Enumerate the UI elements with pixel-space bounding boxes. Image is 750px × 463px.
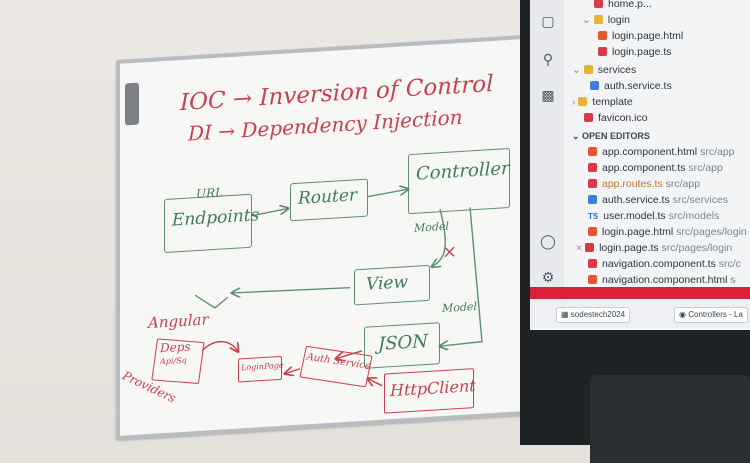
flask-icon[interactable]: ⚲ <box>542 52 554 68</box>
open-editor-item-active[interactable]: × login.page.ts src/pages/login <box>576 240 732 256</box>
file-name: login <box>607 14 630 26</box>
file-path: src/pages/login <box>676 226 747 238</box>
typescript-icon: TS <box>588 212 599 221</box>
chevron-down-icon: ⌄ <box>572 64 581 76</box>
diagram-arrows <box>194 38 483 435</box>
file-path: src/models <box>668 210 720 222</box>
file-name: app.component.ts <box>602 162 686 174</box>
endpoints-url-label: URL <box>196 185 224 202</box>
folder-icon <box>578 97 588 106</box>
folder-icon <box>583 65 593 74</box>
json-label: JSON <box>378 330 429 355</box>
branch-chip[interactable]: ▦ sodestech2024 <box>556 307 631 323</box>
model-label-2: Model <box>442 299 477 316</box>
file-name: auth.service.ts <box>604 80 672 92</box>
close-icon[interactable]: × <box>576 242 583 254</box>
file-name: favicon.ico <box>598 112 648 124</box>
angular-file-icon <box>598 47 607 56</box>
file-name: login.page.ts <box>612 46 672 58</box>
tree-item[interactable]: login.page.ts <box>598 44 672 60</box>
angular-file-icon <box>588 259 597 268</box>
angular-file-icon <box>585 243 595 252</box>
tree-folder-login[interactable]: ⌄ login <box>582 12 630 28</box>
router-label: Router <box>298 185 358 209</box>
open-editors-label: OPEN EDITORS <box>582 131 650 141</box>
settings-gear-icon[interactable]: ⚙ <box>541 270 555 286</box>
open-editor-item[interactable]: app.routes.ts src/app <box>588 176 700 192</box>
monitor: ▢ ⚲ ▩ ◯ ⚙ home.p... ⌄ login login.page.h… <box>520 0 750 445</box>
service-file-icon <box>590 81 599 90</box>
angular-file-icon <box>584 113 593 122</box>
file-path: src/services <box>672 194 729 206</box>
file-name: login.page.ts <box>599 242 659 254</box>
status-bar <box>530 287 750 299</box>
chevron-right-icon: › <box>572 96 576 108</box>
open-editor-item[interactable]: app.component.html src/app <box>588 144 735 160</box>
docker-icon[interactable]: ▩ <box>541 88 555 104</box>
file-name: app.routes.ts <box>602 178 663 190</box>
open-editor-item[interactable]: navigation.component.ts src/c <box>588 256 741 272</box>
tree-folder-services[interactable]: ⌄ services <box>572 62 636 78</box>
html-file-icon <box>588 147 597 156</box>
tree-item[interactable]: login.page.html <box>598 28 683 44</box>
open-editor-item[interactable]: app.component.ts src/app <box>588 160 723 176</box>
tree-item[interactable]: favicon.ico <box>584 110 648 126</box>
monitor-stand <box>590 375 750 463</box>
file-path: src/app <box>700 146 735 158</box>
browser-tab-chip[interactable]: ◉ Controllers - La <box>674 307 748 323</box>
angular-file-icon <box>588 179 597 188</box>
file-name: services <box>597 64 637 76</box>
open-editor-item[interactable]: login.page.html src/pages/login <box>588 224 747 240</box>
file-name: template <box>592 96 633 108</box>
file-path: src/c <box>718 258 741 270</box>
open-editors-header[interactable]: ⌄ OPEN EDITORS <box>572 131 650 141</box>
browser-tab-label: Controllers - La <box>688 310 743 319</box>
angular-label: Angular <box>148 310 209 333</box>
apis-label: Api/Sq <box>160 355 187 367</box>
view-label: View <box>366 272 409 295</box>
branch-icon: ▦ <box>561 310 569 319</box>
file-name: login.page.html <box>602 226 674 238</box>
file-name: navigation.component.html <box>602 274 728 286</box>
tree-folder-template[interactable]: › template <box>572 94 633 110</box>
tree-item[interactable]: auth.service.ts <box>590 78 672 94</box>
folder-icon <box>593 15 603 24</box>
file-path: src/app <box>665 178 701 190</box>
taskbar: ▦ sodestech2024 ◉ Controllers - La <box>530 300 750 328</box>
branch-label: sodestech2024 <box>570 310 626 319</box>
file-path: src/app <box>688 162 723 174</box>
angular-file-icon <box>594 0 603 8</box>
file-name: navigation.component.ts <box>602 258 716 270</box>
editor-screen: ▢ ⚲ ▩ ◯ ⚙ home.p... ⌄ login login.page.h… <box>530 0 750 330</box>
chevron-down-icon: ⌄ <box>582 14 591 26</box>
html-file-icon <box>588 227 597 236</box>
deps-label: Deps <box>160 339 191 356</box>
open-editor-item[interactable]: navigation.component.html s <box>588 272 736 288</box>
service-file-icon <box>588 195 597 204</box>
model-label-1: Model <box>414 219 449 235</box>
html-file-icon <box>598 31 607 40</box>
html-file-icon <box>588 275 597 284</box>
file-name: login.page.html <box>612 30 684 42</box>
file-name: auth.service.ts <box>602 194 670 206</box>
file-name: home.p... <box>608 0 652 10</box>
file-path: s <box>730 274 736 286</box>
remote-icon[interactable]: ▢ <box>541 14 555 30</box>
activity-bar: ▢ ⚲ ▩ ◯ ⚙ <box>530 0 564 300</box>
file-path: src/pages/login <box>661 242 733 254</box>
whiteboard: IOC → Inversion of Control DI → Dependen… <box>116 34 538 441</box>
open-editor-item[interactable]: auth.service.ts src/services <box>588 192 728 208</box>
file-name: app.component.html <box>602 146 698 158</box>
github-icon: ◉ <box>679 310 686 319</box>
angular-file-icon <box>588 163 597 172</box>
open-editor-item[interactable]: TS user.model.ts src/models <box>588 208 719 224</box>
account-icon[interactable]: ◯ <box>540 234 556 250</box>
file-name: user.model.ts <box>603 210 666 222</box>
cross-mark: × <box>442 241 458 264</box>
tree-item[interactable]: home.p... <box>594 0 652 12</box>
